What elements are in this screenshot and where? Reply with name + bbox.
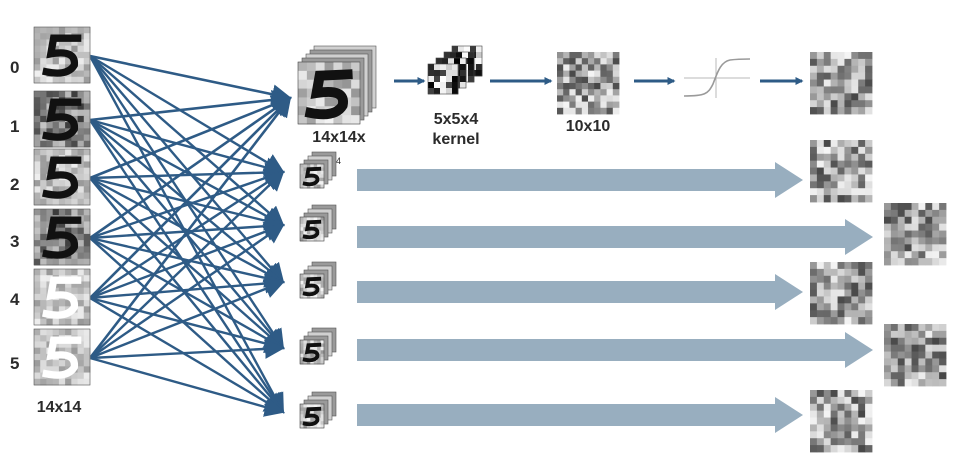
input-volume-stack [297, 45, 377, 125]
connection-arrow [89, 162, 285, 183]
small-volume-stack [299, 391, 337, 429]
connection-arrow [89, 90, 292, 122]
output-size-label: 10x10 [565, 118, 611, 135]
connection-arrow [89, 338, 285, 360]
kernel-volume [427, 45, 483, 95]
connection-arrow [89, 54, 292, 105]
small-volume-stack [299, 327, 337, 365]
flow-arrow [357, 162, 803, 198]
connection-arrow [89, 96, 292, 240]
connection-arrow [88, 96, 292, 359]
connection-arrows [88, 54, 292, 417]
input-feature-map [33, 26, 91, 84]
pooled-output-map [884, 324, 947, 387]
flow-arrows [357, 162, 873, 433]
connection-arrow [89, 168, 285, 240]
connection-arrow [89, 54, 285, 174]
connection-arrow [89, 95, 292, 180]
input-row-label-3: 3 [10, 232, 20, 251]
input-feature-map [33, 268, 91, 326]
stray-mark: 4 [336, 156, 342, 166]
activated-output-map [810, 262, 873, 325]
connection-arrow [89, 118, 285, 177]
flow-arrow [357, 397, 803, 433]
pooled-output-map [884, 203, 947, 266]
connection-arrow [89, 170, 285, 359]
input-row-label-2: 2 [10, 175, 20, 194]
connection-arrow [89, 118, 285, 227]
input-row-label-5: 5 [10, 354, 20, 373]
activated-output-map [810, 52, 873, 115]
connection-arrow [89, 236, 285, 288]
input-row-label-4: 4 [10, 290, 20, 309]
connection-arrow [89, 236, 285, 350]
small-volume-stack [299, 204, 337, 242]
connection-arrow [89, 222, 285, 300]
flow-arrow [357, 274, 803, 310]
connection-arrow [89, 223, 285, 359]
activated-output-map [810, 390, 873, 453]
connection-arrow [89, 273, 285, 300]
input-size-label: 14x14 [36, 399, 82, 416]
stack-size-label: 14x14x [312, 129, 366, 146]
kernel-size-text: 5x5x4 [433, 111, 479, 128]
kernel-label: 5x5x4 kernel [420, 110, 492, 150]
flow-arrow [357, 332, 873, 368]
kernel-word-text: kernel [432, 131, 480, 148]
connection-arrow [89, 170, 285, 300]
input-feature-map [33, 328, 91, 386]
connection-arrow [89, 176, 285, 284]
connection-arrow [89, 177, 285, 350]
flow-arrow [357, 219, 873, 255]
activated-output-map [810, 140, 873, 203]
sigmoid-curve-icon [680, 57, 752, 99]
feature-map-tiles [33, 26, 947, 453]
convolution-output-map [557, 52, 620, 115]
connection-arrow [89, 96, 292, 299]
input-feature-map [33, 208, 91, 266]
input-row-label-1: 1 [10, 117, 20, 136]
input-feature-map [33, 90, 91, 148]
connection-arrow [89, 356, 285, 417]
small-volume-stack [299, 261, 337, 299]
connection-arrow [89, 279, 285, 360]
input-row-label-0: 0 [10, 58, 20, 77]
connection-arrow [89, 296, 285, 354]
small-volume-stack [299, 151, 337, 189]
input-feature-map [33, 148, 91, 206]
